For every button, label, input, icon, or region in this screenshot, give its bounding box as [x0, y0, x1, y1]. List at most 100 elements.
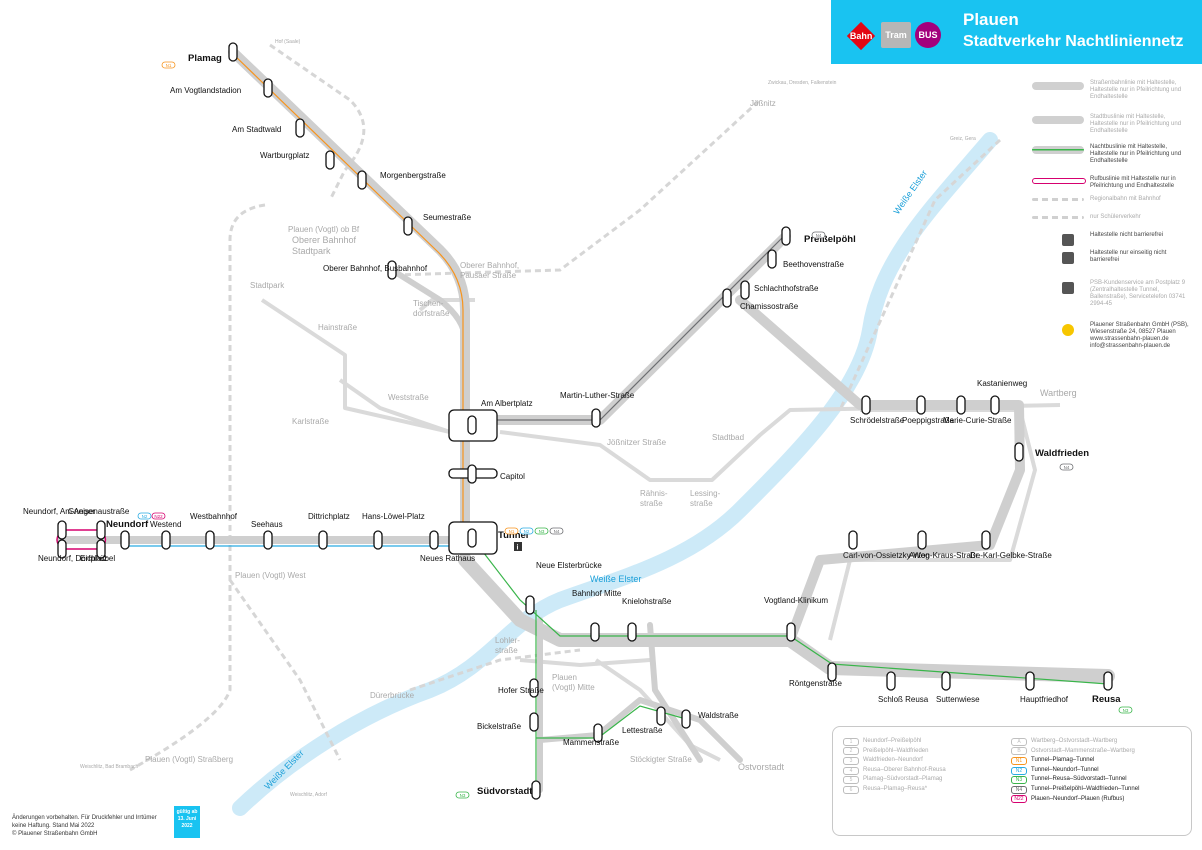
key-text: Tunnel–Neundorf–Tunnel: [1031, 766, 1099, 773]
station-plamag[interactable]: Plamag: [188, 42, 238, 64]
key-badge: A: [1011, 737, 1027, 746]
key-badge: 1: [843, 737, 859, 746]
station-chamisso[interactable]: Chamissostraße: [722, 288, 799, 311]
legend-text: Haltestelle nicht barrierefrei: [1090, 232, 1164, 238]
station-dittrich[interactable]: Dittrichplatz: [308, 512, 350, 550]
station-marker: [96, 520, 106, 540]
key-row: N2 Tunnel–Neundorf–Tunnel: [1011, 766, 1139, 776]
station-tunnel[interactable]: Tunnel: [467, 528, 528, 548]
key-text: Tunnel–Preißelpöhl–Waldfrieden–Tunnel: [1031, 785, 1140, 792]
station-gneisenau[interactable]: Gneisenaustraße: [68, 507, 130, 540]
grey-label: Pausaer Straße: [460, 271, 517, 280]
station-marker: [941, 671, 951, 691]
station-poeppig[interactable]: Poeppigstraße: [902, 395, 955, 425]
key-text: Wartberg–Ostvorstadt–Wartberg: [1031, 738, 1118, 744]
station-seehaus[interactable]: Seehaus: [251, 520, 283, 550]
station-suedvorstadt[interactable]: Südvorstadt: [477, 780, 541, 800]
station-mammen[interactable]: Mammenstraße: [563, 723, 620, 747]
station-knielohstrasse[interactable]: Knielohstraße: [622, 597, 672, 642]
station-bahnhof_mitte[interactable]: Bahnhof Mitte: [572, 589, 622, 642]
river-label-1: Weiße Elster: [590, 574, 641, 584]
key-badge: N22: [1011, 795, 1027, 804]
station-preisselpoehl[interactable]: Preißelpöhl: [781, 226, 856, 246]
station-beethoven[interactable]: Beethovenstraße: [767, 249, 844, 269]
station-suttenwiese[interactable]: Suttenwiese: [936, 671, 980, 704]
station-neue_elsterbruecke[interactable]: Neue Elsterbrücke: [525, 561, 602, 615]
station-vogtlandstadion[interactable]: Am Vogtlandstadion: [170, 78, 273, 98]
station-lette[interactable]: Lettestraße: [622, 706, 666, 735]
station-marker: [263, 78, 273, 98]
key-badge: N2: [1011, 766, 1027, 775]
station-neundorf[interactable]: Neundorf: [106, 519, 149, 550]
station-wartburgplatz[interactable]: Wartburgplatz: [260, 150, 335, 170]
line-badge: N22: [151, 512, 166, 520]
station-label: Mammenstraße: [563, 738, 620, 747]
station-label: Tunnel: [498, 530, 528, 541]
station-neues_rathaus[interactable]: Neues Rathaus: [420, 530, 475, 563]
legend-swatch: [1062, 282, 1074, 294]
station-eichhuebel[interactable]: Eichhübel: [80, 539, 115, 563]
station-dorfplatz[interactable]: Neundorf, Dorfplatz: [38, 539, 107, 563]
station-marker: [990, 395, 1000, 415]
station-am_anger[interactable]: Neundorf, Am Anger: [23, 507, 95, 540]
station-marker: [318, 530, 328, 550]
station-albertplatz[interactable]: Am Albertplatz: [467, 399, 533, 435]
svg-text:i: i: [517, 545, 519, 552]
station-hauptfriedhof[interactable]: Hauptfriedhof: [1020, 671, 1069, 704]
key-badge: 6: [843, 785, 859, 794]
key-text: Tunnel–Plamag–Tunnel: [1031, 757, 1095, 764]
grey-label: Hainstraße: [318, 323, 358, 332]
station-marker: [722, 288, 732, 308]
station-capitol[interactable]: Capitol: [467, 464, 525, 484]
valid-line-2: 13. Juni: [177, 816, 197, 822]
station-stadtwald[interactable]: Am Stadtwald: [232, 118, 305, 138]
station-marie_curie[interactable]: Marie-Curie-Straße: [943, 395, 1012, 425]
station-marker: [161, 530, 171, 550]
station-reusa[interactable]: Reusa: [1092, 671, 1121, 705]
station-marker: [57, 539, 67, 559]
station-label: Morgenbergstraße: [380, 171, 446, 180]
grey-label: Plauen (Vogtl) Straßberg: [145, 755, 233, 764]
station-bickel[interactable]: Bickelstraße: [477, 712, 539, 732]
station-label: Plamag: [188, 53, 222, 64]
station-seume[interactable]: Seumestraße: [403, 213, 472, 236]
key-badge: 5: [843, 776, 859, 785]
key-badge: N4: [1011, 785, 1027, 794]
station-morgenberg[interactable]: Morgenbergstraße: [357, 170, 446, 190]
station-westend[interactable]: Westend: [150, 520, 181, 550]
station-schloss_reusa[interactable]: Schloß Reusa: [878, 671, 929, 704]
station-label: Westend: [150, 520, 181, 529]
station-label: Westbahnhof: [190, 512, 238, 521]
station-hans_loewel[interactable]: Hans-Löwel-Platz: [362, 512, 425, 550]
station-westbahnhof[interactable]: Westbahnhof: [190, 512, 238, 550]
station-waldfrieden[interactable]: Waldfrieden: [1014, 442, 1089, 462]
key-row: 6 Reusa–Plamag–Reusa*: [843, 785, 946, 795]
station-gelbke[interactable]: Dr.-Karl-Gelbke-Straße: [970, 530, 1052, 560]
station-marker: [357, 170, 367, 190]
station-martin_luther[interactable]: Martin-Luther-Straße: [560, 391, 635, 428]
header-banner: Bahn Tram BUS Plauen Stadtverkehr Nachtl…: [831, 0, 1202, 64]
station-oberer_busbhf[interactable]: Oberer Bahnhof, Busbahnhof: [323, 260, 428, 280]
line-badge: N3: [534, 527, 549, 535]
station-schlachthof[interactable]: Schlachthofstraße: [740, 280, 819, 300]
station-waldstrasse[interactable]: Waldstraße: [681, 709, 739, 729]
grey-label: Hof (Saale): [275, 39, 301, 45]
station-vogtland_klinikum[interactable]: Vogtland-Klinikum: [764, 596, 828, 642]
key-text: Reusa–Plamag–Reusa*: [863, 785, 928, 792]
station-roentgen[interactable]: Röntgenstraße: [789, 662, 842, 688]
key-badge: N3: [1011, 776, 1027, 785]
legend-text: PSB-Kundenservice am Postplatz 9 (Zentra…: [1090, 280, 1186, 307]
station-hofer[interactable]: Hofer Straße: [498, 678, 544, 698]
grey-label: Plauen (Vogtl) ob Bf: [288, 225, 360, 234]
line-badge: N4: [811, 231, 826, 239]
line-badge: N2: [137, 512, 152, 520]
station-carl_von_ossietzky[interactable]: Carl-von-Ossietzky-Weg: [843, 530, 930, 560]
station-marker: [57, 520, 67, 540]
station-kastanienweg[interactable]: Kastanienweg: [977, 379, 1027, 415]
station-schroedel[interactable]: Schrödelstraße: [850, 395, 905, 425]
grey-label: Oberer Bahnhof,: [460, 261, 519, 270]
footer-line-3: © Plauener Straßenbahn GmbH: [12, 831, 98, 837]
station-anton_kraus[interactable]: Anton-Kraus-Straße: [909, 530, 981, 560]
